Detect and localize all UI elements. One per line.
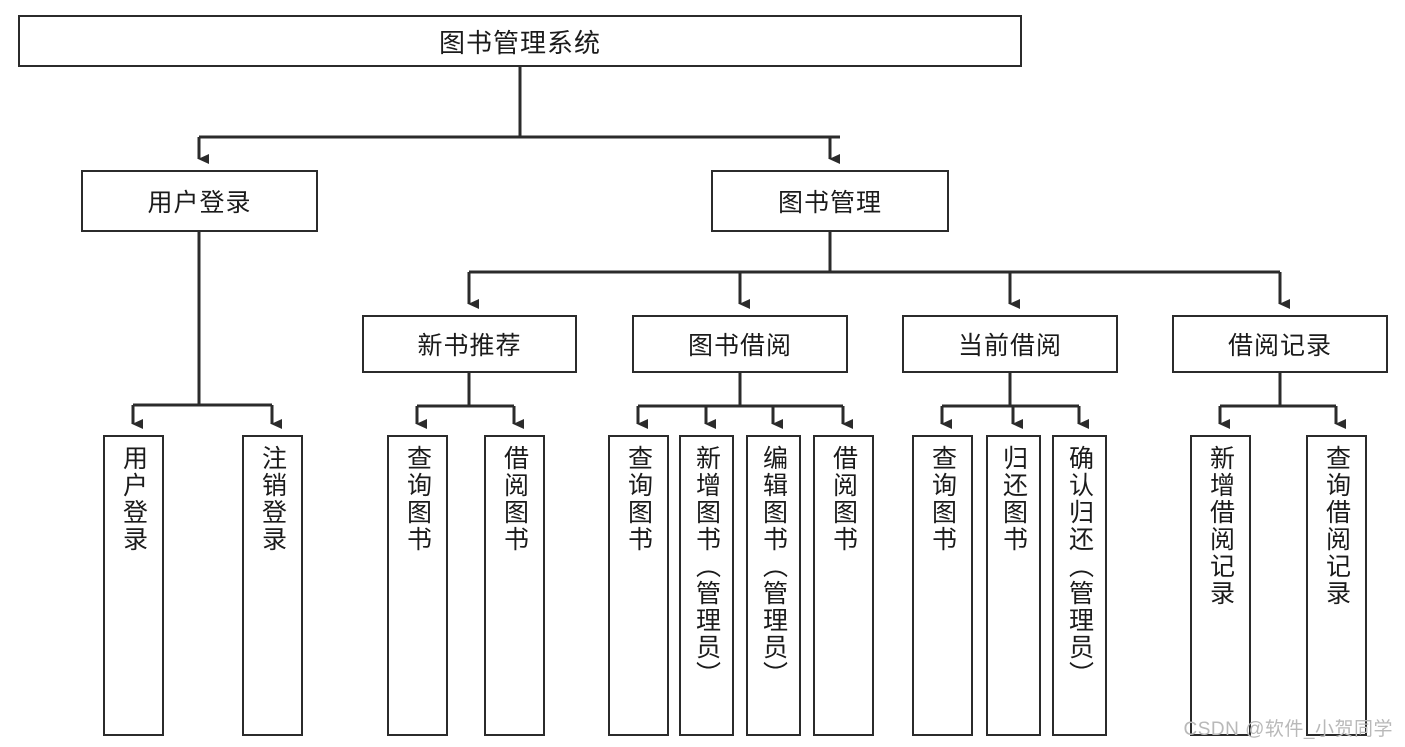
node-leaf-label: 用户登录 bbox=[119, 445, 148, 553]
node-leaf-label: 查询图书 bbox=[928, 445, 957, 553]
node-leaf-12[interactable]: 新增借阅记录 bbox=[1190, 435, 1251, 736]
node-level2-1[interactable]: 用户登录 bbox=[81, 170, 318, 232]
node-level3-2[interactable]: 图书借阅 bbox=[632, 315, 848, 373]
node-leaf-label: 确认归还（管理员） bbox=[1065, 445, 1094, 688]
node-level3-label: 新书推荐 bbox=[417, 332, 522, 360]
node-leaf-7[interactable]: 编辑图书（管理员） bbox=[746, 435, 801, 736]
node-level2-label: 图书管理 bbox=[777, 189, 882, 217]
node-leaf-2[interactable]: 注销登录 bbox=[242, 435, 303, 736]
node-leaf-5[interactable]: 查询图书 bbox=[608, 435, 669, 736]
node-leaf-label: 查询图书 bbox=[624, 445, 653, 553]
node-leaf-4[interactable]: 借阅图书 bbox=[484, 435, 545, 736]
node-leaf-1[interactable]: 用户登录 bbox=[103, 435, 164, 736]
node-root-label: 图书管理系统 bbox=[438, 27, 601, 58]
node-leaf-11[interactable]: 确认归还（管理员） bbox=[1052, 435, 1107, 736]
node-leaf-8[interactable]: 借阅图书 bbox=[813, 435, 874, 736]
node-level2-label: 用户登录 bbox=[147, 189, 252, 217]
node-level3-label: 借阅记录 bbox=[1227, 332, 1332, 360]
node-level3-1[interactable]: 新书推荐 bbox=[362, 315, 577, 373]
node-leaf-label: 借阅图书 bbox=[829, 445, 858, 553]
node-level3-4[interactable]: 借阅记录 bbox=[1172, 315, 1388, 373]
node-leaf-label: 新增借阅记录 bbox=[1206, 445, 1235, 607]
node-leaf-label: 编辑图书（管理员） bbox=[759, 445, 788, 688]
node-root-system[interactable]: 图书管理系统 bbox=[18, 15, 1022, 67]
node-leaf-label: 借阅图书 bbox=[500, 445, 529, 553]
node-leaf-label: 查询借阅记录 bbox=[1322, 445, 1351, 607]
node-level3-3[interactable]: 当前借阅 bbox=[902, 315, 1118, 373]
watermark-text: CSDN @软件_小贺同学 bbox=[1183, 719, 1393, 740]
node-level3-label: 图书借阅 bbox=[687, 332, 792, 360]
node-leaf-10[interactable]: 归还图书 bbox=[986, 435, 1041, 736]
node-level2-2[interactable]: 图书管理 bbox=[711, 170, 949, 232]
node-leaf-label: 归还图书 bbox=[999, 445, 1028, 553]
node-leaf-label: 查询图书 bbox=[403, 445, 432, 553]
node-leaf-13[interactable]: 查询借阅记录 bbox=[1306, 435, 1367, 736]
node-leaf-3[interactable]: 查询图书 bbox=[387, 435, 448, 736]
node-leaf-6[interactable]: 新增图书（管理员） bbox=[679, 435, 734, 736]
node-leaf-9[interactable]: 查询图书 bbox=[912, 435, 973, 736]
node-level3-label: 当前借阅 bbox=[957, 332, 1062, 360]
node-leaf-label: 注销登录 bbox=[258, 445, 287, 553]
node-leaf-label: 新增图书（管理员） bbox=[692, 445, 721, 688]
